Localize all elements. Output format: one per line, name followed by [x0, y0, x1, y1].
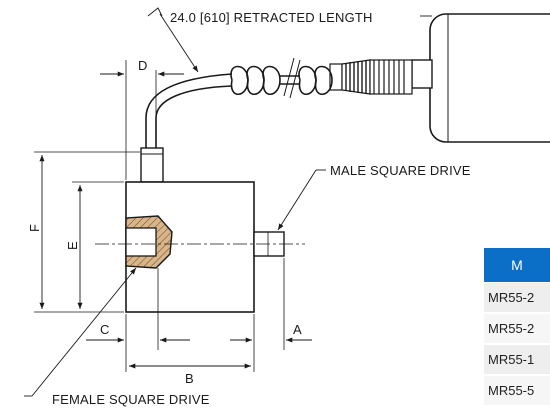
coiled-cable	[230, 57, 333, 99]
table-row: MR55-2	[484, 314, 550, 344]
dim-label-d: D	[138, 58, 147, 73]
sensor-cable	[145, 73, 233, 148]
model-table-header-text: M	[511, 257, 523, 273]
display-unit	[411, 13, 550, 143]
cable-gland	[140, 147, 164, 183]
table-cell-model: MR55-1	[488, 352, 535, 367]
extension-lines	[34, 60, 285, 372]
female-drive-socket	[125, 227, 157, 257]
dim-label-c: C	[100, 322, 109, 337]
dim-label-b: B	[185, 371, 194, 386]
cable-connector	[329, 59, 413, 95]
retracted-length-callout: 24.0 [610] RETRACTED LENGTH	[170, 10, 373, 25]
dim-label-a: A	[293, 322, 302, 337]
dimension-lines	[39, 71, 312, 369]
table-cell-model: MR55-5	[488, 383, 535, 398]
dim-label-e: E	[65, 241, 80, 250]
table-row: MR55-2	[484, 283, 550, 313]
leader-lines	[24, 7, 432, 397]
table-cell-model: MR55-2	[488, 321, 535, 336]
model-table-header: M	[484, 248, 550, 282]
dim-label-f: F	[27, 224, 42, 232]
male-drive-callout: MALE SQUARE DRIVE	[330, 163, 471, 178]
table-row: MR55-1	[484, 345, 550, 375]
female-drive-callout: FEMALE SQUARE DRIVE	[52, 392, 210, 407]
table-row: MR55-5	[484, 376, 550, 406]
table-cell-model: MR55-2	[488, 290, 535, 305]
